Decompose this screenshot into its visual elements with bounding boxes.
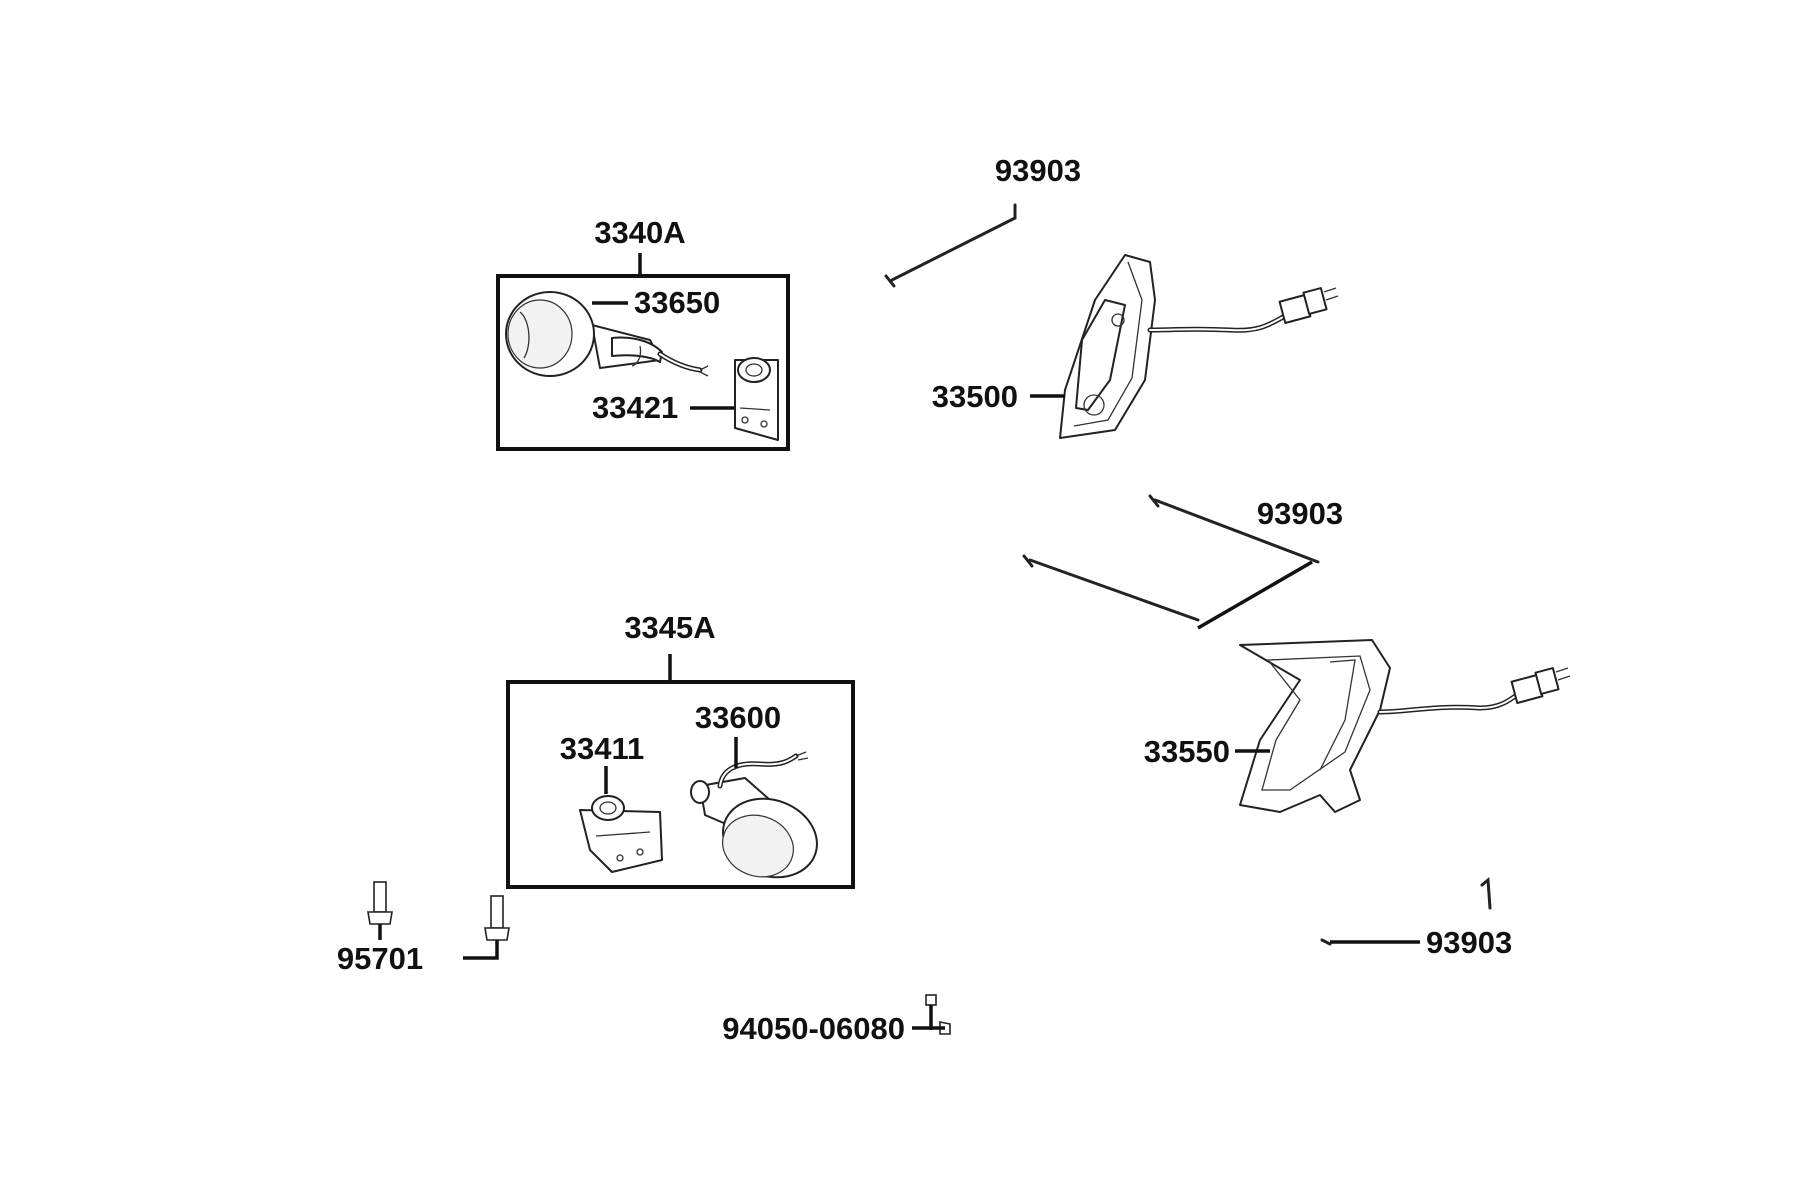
turn-signal-lamp-33650[interactable]: [505, 291, 709, 377]
bracket-33421[interactable]: [734, 357, 779, 441]
label-3345a[interactable]: 3345A: [624, 610, 715, 645]
turn-signal-assembly-33500[interactable]: [1059, 254, 1339, 439]
label-33421[interactable]: 33421: [592, 390, 678, 425]
label-3340a[interactable]: 3340A: [594, 215, 685, 250]
clip-93903-middle-a[interactable]: [1148, 494, 1320, 564]
label-93903-top[interactable]: 93903: [995, 153, 1081, 188]
label-93903-bottom[interactable]: 93903: [1426, 925, 1512, 960]
label-93903-middle[interactable]: 93903: [1257, 496, 1343, 531]
turn-signal-assembly-33550[interactable]: [1239, 639, 1571, 813]
label-33650[interactable]: 33650: [634, 285, 720, 320]
clip-93903-bottom[interactable]: [1480, 876, 1492, 910]
clip-93903-top[interactable]: [884, 203, 1017, 288]
label-33600[interactable]: 33600: [695, 700, 781, 735]
group-box-3345a: [506, 680, 855, 889]
leader-93903-middle: [1197, 560, 1313, 630]
label-33550[interactable]: 33550: [1144, 734, 1230, 769]
clip-93903-bottom-b[interactable]: [1320, 938, 1332, 946]
bolt-95701-b[interactable]: [484, 895, 510, 941]
leader-95701: [463, 940, 499, 960]
clip-93903-middle-b[interactable]: [1022, 554, 1200, 622]
group-box-3340a: [496, 274, 790, 451]
bracket-33411[interactable]: [579, 795, 663, 873]
label-95701[interactable]: 95701: [337, 941, 423, 976]
label-33500[interactable]: 33500: [932, 379, 1018, 414]
label-33411[interactable]: 33411: [560, 731, 645, 766]
label-94050-06080[interactable]: 94050-06080: [722, 1011, 905, 1046]
bolt-95701-a[interactable]: [367, 881, 393, 940]
turn-signal-lamp-33600[interactable]: [690, 751, 828, 890]
